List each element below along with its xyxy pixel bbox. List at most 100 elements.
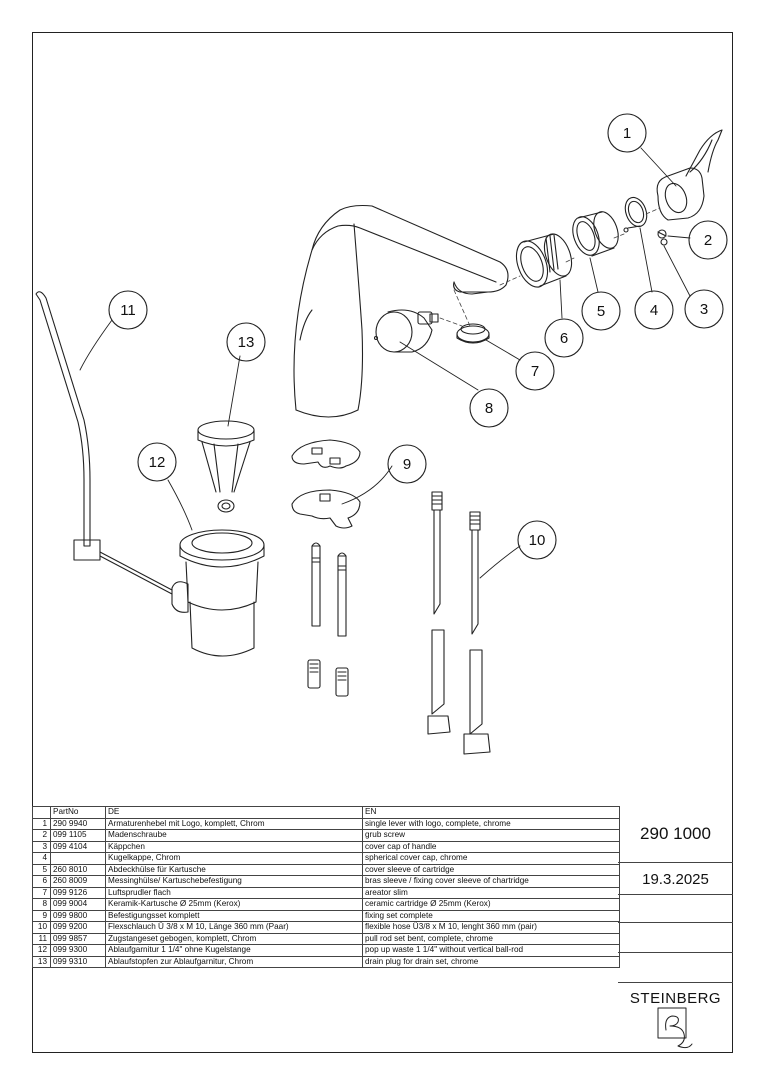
cell-description-de: Flexschlauch Ü 3/8 x M 10, Länge 360 mm … [105,921,363,934]
callout-circle-5 [581,291,621,331]
part-4-spherical-cap [623,196,648,233]
callout-circle-13 [226,322,266,362]
callout-circles [108,113,728,560]
callout-label-11: 11 [120,302,136,319]
cell-description-de: Messinghülse/ Kartuschebefestigung [105,875,363,888]
cell-part-no: 099 9200 [50,921,106,934]
callout-circle-2 [688,220,728,260]
cell-description-en: pop up waste 1 1/4" without vertical bal… [362,944,620,957]
part-13-drain-plug [197,420,255,513]
cell-num: 12 [32,944,51,957]
callout-label-10: 10 [529,532,546,549]
callout-label-5: 5 [597,303,605,320]
cell-description-de: Armaturenhebel mit Logo, komplett, Chrom [105,817,363,830]
callout-label-9: 9 [403,456,411,473]
part-7-aerator [456,323,490,344]
callout-numbers: 1 2 3 4 5 6 7 8 9 10 11 12 13 [120,125,712,549]
cell-description-de: Befestigungsset komplett [105,909,363,922]
cell-description-en: single lever with logo, complete, chrome [362,817,620,830]
cell-description-en: cover sleeve of cartridge [362,863,620,876]
cell-description-en: bras sleeve / fixing cover sleeve of cha… [362,875,620,888]
title-block: 290 1000 19.3.2025 STEINBERG [618,806,733,1053]
cell-num: 1 [32,817,51,830]
cell-description-de: Abdeckhülse für Kartusche [105,863,363,876]
callout-label-3: 3 [700,301,708,318]
cell-description-de: Ablaufstopfen zur Ablaufgarnitur, Chrom [105,955,363,968]
brand-cell: STEINBERG [618,983,733,1053]
cell-description-en: fixing set complete [362,909,620,922]
header-num [32,806,51,819]
header-de: DE [105,806,363,819]
cell-part-no: 099 4104 [50,840,106,853]
cell-description-en: spherical cover cap, chrome [362,852,620,865]
cell-description-en: grub screw [362,829,620,842]
callout-label-4: 4 [650,302,658,319]
cell-description-de: Ablaufgarnitur 1 1/4" ohne Kugelstange [105,944,363,957]
callout-label-1: 1 [623,125,631,142]
cell-num: 10 [32,921,51,934]
callout-circle-1 [607,113,647,153]
cell-part-no: 099 1105 [50,829,106,842]
document-number: 290 1000 [640,824,711,843]
callout-circle-3 [684,289,724,329]
part-10-flexible-hoses [427,491,491,755]
assembly-axis-lines [439,207,661,327]
cell-num: 4 [32,852,51,865]
cell-description-en: pull rod set bent, complete, chrome [362,932,620,945]
cell-part-no: 099 9126 [50,886,106,899]
cell-num: 2 [32,829,51,842]
header-part-no: PartNo [50,806,106,819]
cell-num: 13 [32,955,51,968]
part-1-lever [656,129,723,221]
cell-description-de: Keramik-Kartusche Ø 25mm (Kerox) [105,898,363,911]
callout-label-12: 12 [149,454,166,471]
callout-label-13: 13 [238,334,255,351]
cell-num: 11 [32,932,51,945]
cell-part-no: 099 9004 [50,898,106,911]
doc-number-cell: 290 1000 [618,806,733,863]
cell-part-no: 099 9857 [50,932,106,945]
part-6-brass-sleeve [515,233,573,288]
cell-part-no: 260 8010 [50,863,106,876]
cell-description-de: Zugstangeset gebogen, komplett, Chrom [105,932,363,945]
date-cell: 19.3.2025 [618,863,733,895]
part-12-pop-up-waste [171,529,265,657]
cell-description-en: ceramic cartridge Ø 25mm (Kerox) [362,898,620,911]
cell-description-de: Kugelkappe, Chrom [105,852,363,865]
callout-label-2: 2 [704,232,712,249]
empty-cell-1 [618,895,733,923]
drawing-sheet-frame [32,32,733,1053]
callout-circle-6 [544,318,584,358]
cell-num: 6 [32,875,51,888]
cell-part-no: 099 9800 [50,909,106,922]
cell-num: 8 [32,898,51,911]
cell-description-en: flexible hose Ü3/8 x M 10, lenght 360 mm… [362,921,620,934]
empty-cell-3 [618,953,733,983]
cell-description-de: Luftsprudler flach [105,886,363,899]
cell-description-en: cover cap of handle [362,840,620,853]
callout-circle-9 [387,444,427,484]
table-header-row: PartNo DE EN [32,806,620,819]
part-8-cartridge [373,309,439,353]
callout-label-6: 6 [560,330,568,347]
callout-circle-7 [515,351,555,391]
steinberg-logo-mark [657,1007,693,1049]
callout-circle-8 [469,388,509,428]
cell-part-no: 099 9310 [50,955,106,968]
cell-part-no: 260 8009 [50,875,106,888]
cell-part-no: 290 9940 [50,817,106,830]
cell-description-en: drain plug for drain set, chrome [362,955,620,968]
callout-circle-11 [108,290,148,330]
